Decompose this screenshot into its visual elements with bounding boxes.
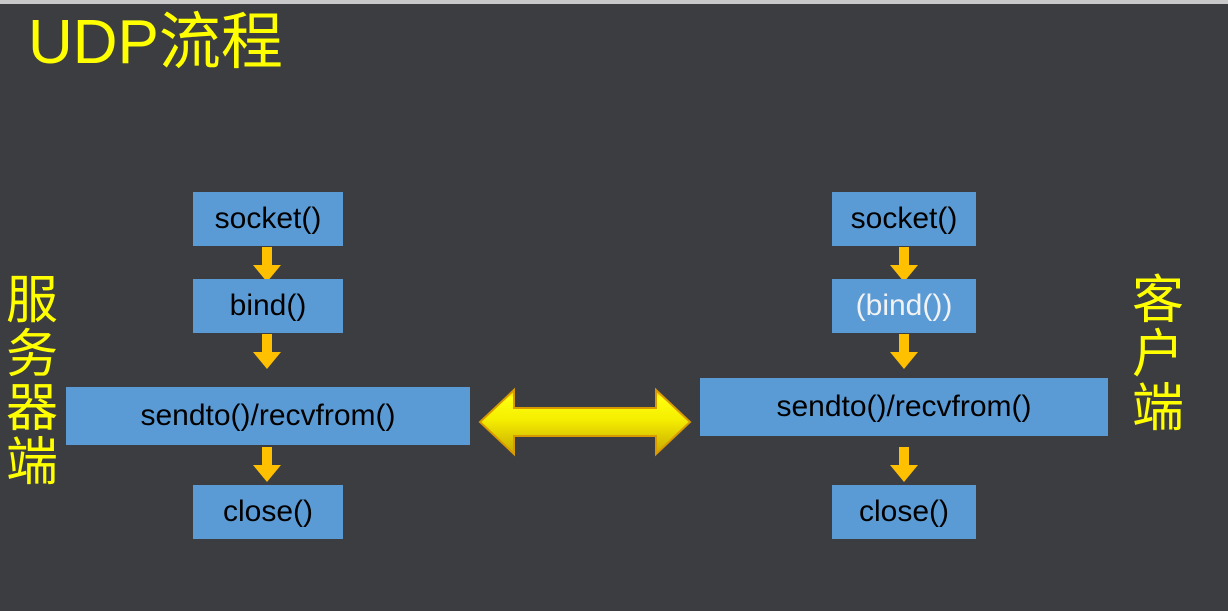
server-step-bind[interactable]: bind(): [193, 279, 343, 333]
client-step-sendto-recvfrom[interactable]: sendto()/recvfrom(): [700, 378, 1108, 436]
arrow-down-icon: [889, 447, 919, 483]
client-step-socket[interactable]: socket(): [832, 192, 976, 246]
server-step-socket[interactable]: socket(): [193, 192, 343, 246]
server-step-close[interactable]: close(): [193, 485, 343, 539]
client-step-close[interactable]: close(): [832, 485, 976, 539]
bidirectional-arrow-icon: [478, 386, 692, 458]
page-title: UDP流程: [28, 8, 283, 77]
top-edge-strip: [0, 0, 1228, 4]
server-step-sendto-recvfrom[interactable]: sendto()/recvfrom(): [66, 387, 470, 445]
arrow-down-icon: [889, 247, 919, 283]
arrow-down-icon: [252, 247, 282, 283]
server-side-label: 服务器端: [6, 272, 59, 492]
client-side-label: 客户端: [1132, 272, 1185, 438]
arrow-down-icon: [252, 447, 282, 483]
arrow-down-icon: [252, 334, 282, 370]
client-step-bind-optional[interactable]: (bind()): [832, 279, 976, 333]
arrow-down-icon: [889, 334, 919, 370]
